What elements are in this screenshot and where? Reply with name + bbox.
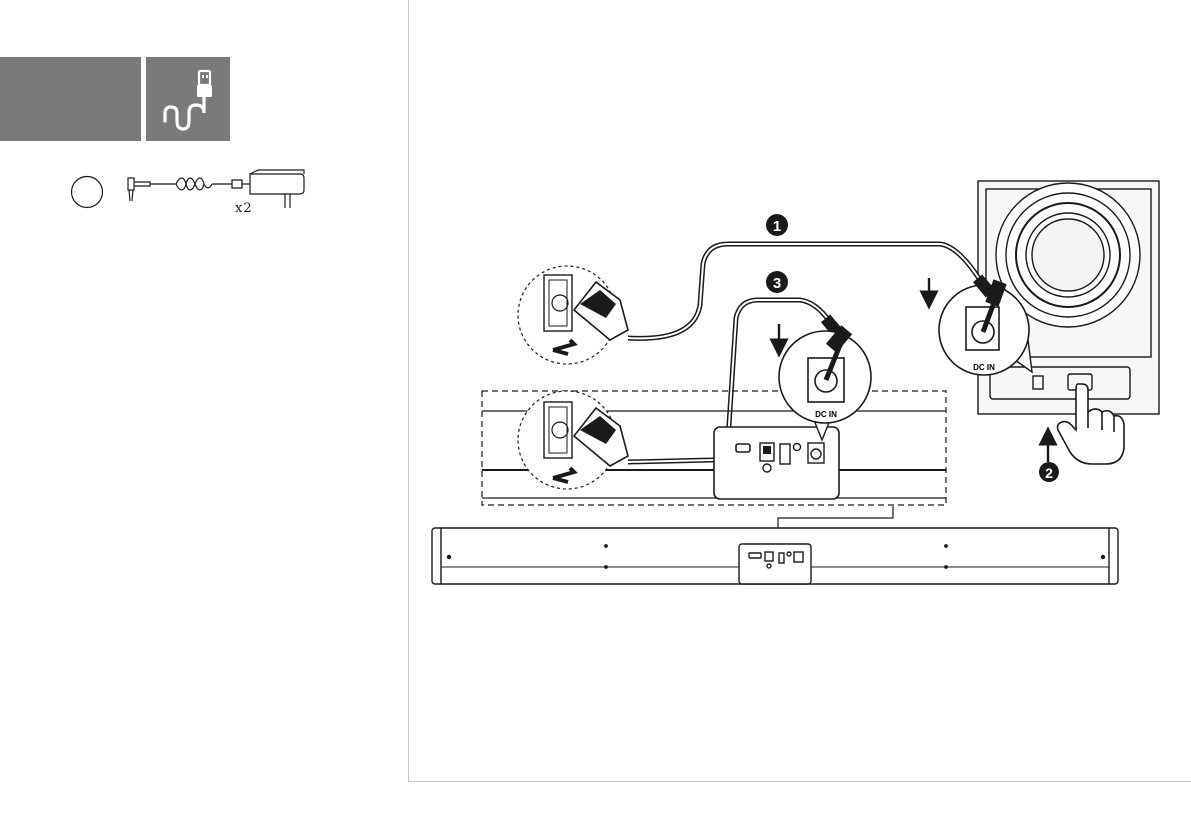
soundbar [432,528,1118,584]
step-badge-1: 1 [766,214,788,236]
svg-text:2: 2 [1045,465,1053,481]
svg-text:3: 3 [773,275,781,292]
power-cable-1 [628,244,980,338]
step-badge-2: 2 [1039,462,1059,482]
step-badge-3: 3 [766,271,788,293]
wall-outlet-top [518,266,628,364]
wall-outlet-bottom [518,391,628,489]
dc-in-label: DC IN [973,363,995,372]
soundbar-dc-in-callout: DC IN [779,325,871,440]
svg-text:1: 1 [773,218,781,235]
zoom-connector [778,506,893,530]
dc-in-label: DC IN [815,410,837,419]
